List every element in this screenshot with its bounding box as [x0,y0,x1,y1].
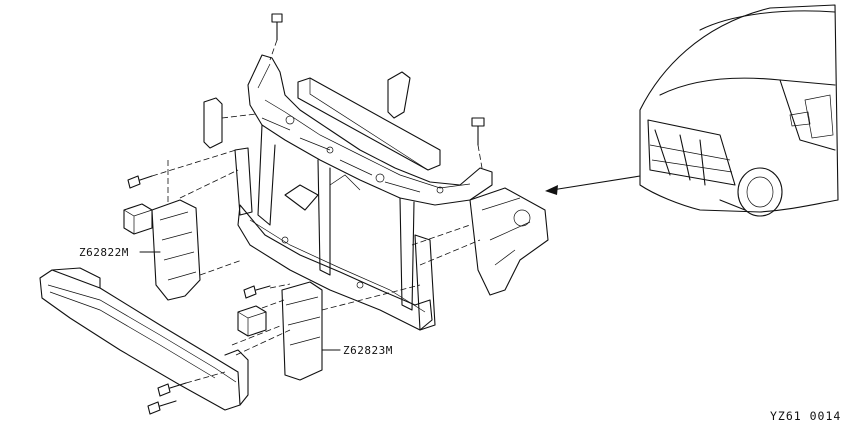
bolt-bumper-1 [157,382,187,397]
callout-arrow [545,175,641,195]
seal-strip [297,77,441,171]
radiator-core-support [234,54,493,331]
pad-left [203,97,257,149]
bolt-lower-left [243,285,271,299]
part-number-label: Z62823M [343,344,393,357]
vehicle-inset [639,4,839,217]
figure-code: YZ61 0014 [770,409,842,423]
pad-top [387,71,411,119]
bolt-top-right [471,117,485,169]
assembly-lines [167,160,481,384]
air-guide-left [139,199,201,301]
hood-lock-bracket [469,187,549,296]
bolt-left [127,149,237,189]
block-lower [237,305,267,337]
bolt-bumper-2 [147,400,177,415]
bumper-reinforcement [39,267,249,411]
bolt-top-left [269,13,283,61]
air-guide-lower [281,281,341,381]
part-number-label: Z62822M [79,246,129,259]
block-left [123,203,153,235]
